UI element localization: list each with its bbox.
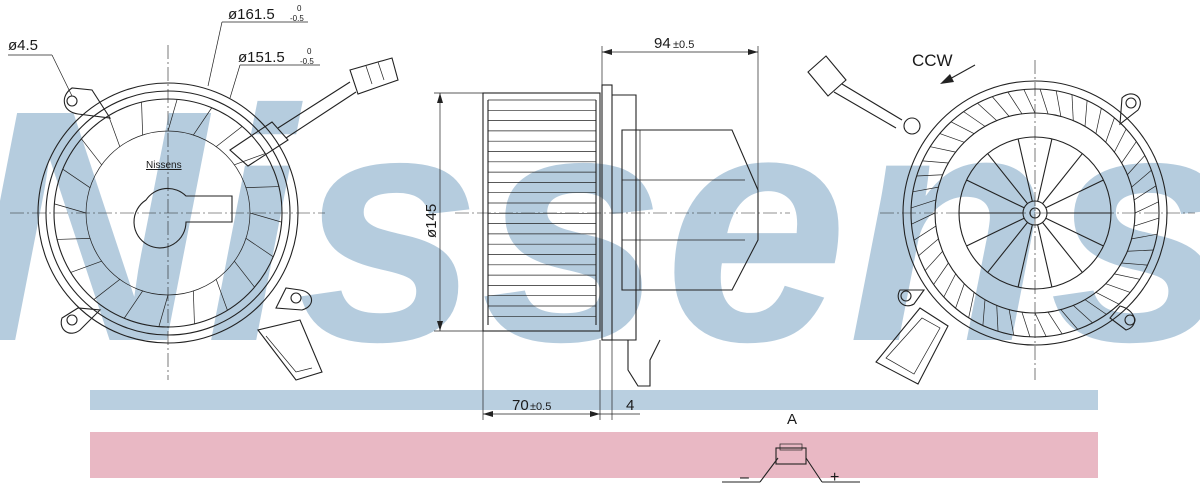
rotation-direction-label: CCW [912,51,953,70]
outer-tol-lower: -0.5 [290,14,304,23]
watermark-band-bottom [90,432,1098,478]
brand-label: Nissens [146,160,182,171]
inner-diameter-label: ø151.5 [238,49,285,66]
flange-offset-label: 4 [626,397,634,414]
connector-view-label: A [787,411,797,428]
wheel-width-tol: ±0.5 [530,401,551,413]
depth-total-tol: ±0.5 [673,39,694,51]
inner-tol-lower: -0.5 [300,57,314,66]
connector-minus: – [740,469,749,486]
wheel-width-label: 70 [512,397,529,414]
outer-diameter-label: ø161.5 [228,6,275,23]
wheel-diameter-label: ø145 [423,204,440,238]
outer-tol-upper: 0 [297,4,302,13]
rear-view: CCW [807,51,1195,385]
side-view: 94 ±0.5 ø145 70 ±0.5 4 [423,35,790,420]
inner-tol-upper: 0 [307,47,312,56]
connector-detail: A – + [722,411,860,486]
hole-diameter-label: ø4.5 [8,37,38,54]
watermark-band-top [90,390,1098,410]
front-view: ø4.5 ø161.5 0 -0.5 ø151.5 0 -0.5 Nissens [8,4,399,381]
depth-total-label: 94 [654,35,671,52]
connector-plus: + [830,469,839,486]
